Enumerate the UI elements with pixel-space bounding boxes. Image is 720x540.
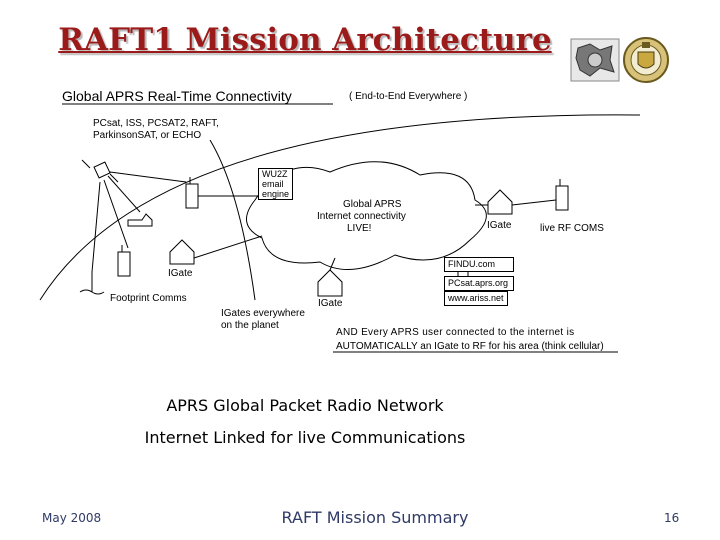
email-engine-line-1: WU2Z <box>262 169 288 179</box>
naval-academy-crest-icon <box>623 37 669 83</box>
internet-label-1: Global APRS <box>343 199 402 210</box>
live-rf-label: live RF COMS <box>540 223 604 234</box>
email-engine-box: WU2Z email engine <box>258 168 294 200</box>
internet-label-2: Internet connectivity <box>317 211 406 222</box>
note-line-2: AUTOMATICALLY an IGate to RF for his are… <box>336 341 604 352</box>
footprint-arc <box>209 139 256 301</box>
caption-line-2: Internet Linked for live Communications <box>144 428 466 447</box>
seal-logo-icon <box>570 38 620 82</box>
caption-line-1: APRS Global Packet Radio Network <box>166 396 444 415</box>
igate-middle-label: IGate <box>318 298 343 309</box>
igates-everywhere-2: on the planet <box>221 320 279 331</box>
satellite-icon <box>81 159 119 183</box>
igate-right-label: IGate <box>487 220 512 231</box>
internet-label-3: LIVE! <box>347 223 372 234</box>
igates-everywhere-1: IGates everywhere <box>221 308 305 319</box>
satellites-label-1: PCsat, ISS, PCSAT2, RAFT, <box>93 118 219 129</box>
vehicle-icon <box>127 213 153 227</box>
diagram-subtitle: ( End-to-End Everywhere ) <box>349 91 468 102</box>
footprint-label: Footprint Comms <box>110 293 187 304</box>
pcsat-site-box: PCsat.aprs.org <box>444 276 514 291</box>
email-engine-line-2: email <box>262 179 284 189</box>
findu-box: FINDU.com <box>444 257 514 272</box>
igate-left-label: IGate <box>168 268 193 279</box>
satellites-label-2: ParkinsonSAT, or ECHO <box>93 130 202 141</box>
footer-title: RAFT Mission Summary <box>281 508 469 527</box>
email-engine-line-3: engine <box>262 189 290 199</box>
earth-arc <box>39 114 641 301</box>
slide-title: RAFT1 Mission Architecture <box>58 22 552 58</box>
internet-cloud <box>246 161 487 271</box>
page-number: 16 <box>664 511 680 525</box>
ariss-site-box: www.ariss.net <box>444 291 508 306</box>
note-line-1: AND Every APRS user connected to the int… <box>336 327 575 338</box>
footer-date: May 2008 <box>42 511 102 525</box>
antenna-icon <box>79 272 105 295</box>
diagram-title: Global APRS Real-Time Connectivity <box>62 88 292 104</box>
